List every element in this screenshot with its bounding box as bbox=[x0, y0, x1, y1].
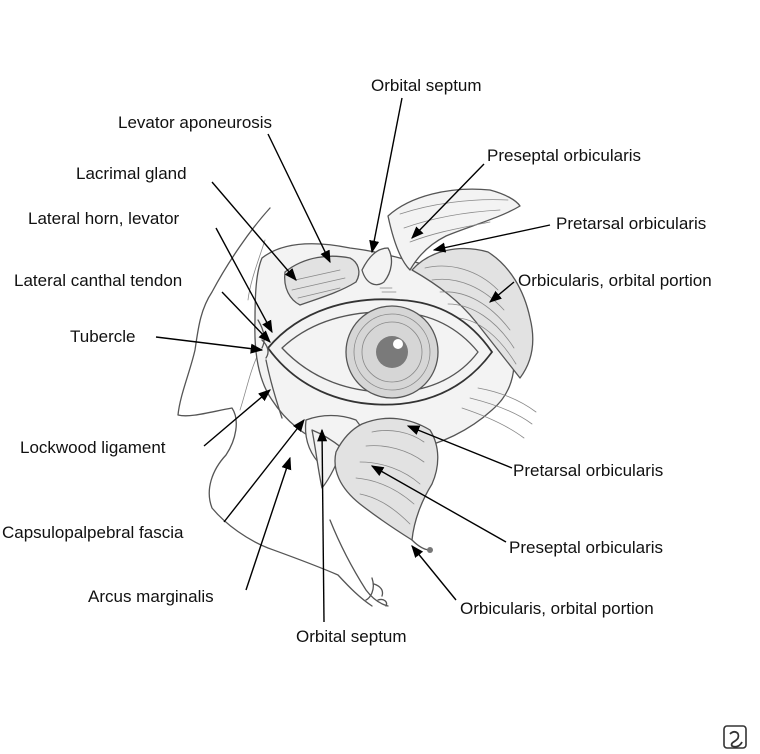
orbital-rim-outline bbox=[177, 207, 373, 607]
label-preseptal-orbicularis-bottom: Preseptal orbicularis bbox=[509, 538, 663, 557]
label-capsulopalpebral-fascia: Capsulopalpebral fascia bbox=[2, 523, 184, 542]
label-levator-aponeurosis: Levator aponeurosis bbox=[118, 113, 272, 132]
leader-capsulopalpebral-fascia bbox=[223, 419, 305, 523]
label-tubercle: Tubercle bbox=[70, 327, 136, 346]
label-lateral-canthal-tendon: Lateral canthal tendon bbox=[14, 271, 182, 290]
label-orbital-septum-bottom: Orbital septum bbox=[296, 627, 407, 646]
leader-pretarsal-orbicularis-bottom bbox=[406, 425, 513, 469]
lower-orbicularis bbox=[334, 417, 439, 541]
leader-orbicularis-orbital-top bbox=[489, 281, 515, 303]
label-lacrimal-gland: Lacrimal gland bbox=[76, 164, 187, 183]
leader-lateral-canthal-tendon bbox=[221, 291, 271, 343]
artist-signature bbox=[365, 577, 388, 607]
leader-orbital-septum-bottom bbox=[317, 428, 328, 623]
label-pretarsal-orbicularis-bottom: Pretarsal orbicularis bbox=[513, 461, 663, 480]
leader-lines bbox=[155, 97, 551, 623]
leader-levator-aponeurosis bbox=[267, 133, 331, 264]
label-lockwood-ligament: Lockwood ligament bbox=[20, 438, 166, 457]
leader-lacrimal-gland bbox=[211, 181, 297, 281]
palpebral-fissure-outer bbox=[266, 298, 494, 406]
labels: Orbital septum Levator aponeurosis Prese… bbox=[2, 76, 712, 646]
leader-preseptal-orbicularis-top bbox=[411, 163, 485, 239]
eye-illustration bbox=[177, 188, 537, 607]
orbital-septum-flap-top bbox=[361, 247, 393, 286]
leader-lateral-horn-levator bbox=[215, 227, 273, 334]
leader-orbital-septum-top bbox=[369, 97, 403, 254]
leader-tubercle bbox=[155, 336, 264, 354]
palpebral-fissure-inner bbox=[281, 311, 479, 393]
label-preseptal-orbicularis-top: Preseptal orbicularis bbox=[487, 146, 641, 165]
label-arcus-marginalis: Arcus marginalis bbox=[88, 587, 214, 606]
label-lateral-horn-levator: Lateral horn, levator bbox=[28, 209, 180, 228]
leader-orbicularis-orbital-bottom bbox=[411, 545, 457, 601]
leader-pretarsal-orbicularis-top bbox=[432, 224, 551, 253]
label-orbital-septum-top: Orbital septum bbox=[371, 76, 482, 95]
leader-preseptal-orbicularis-bottom bbox=[370, 465, 507, 543]
pupil bbox=[376, 336, 408, 368]
label-orbicularis-orbital-bottom: Orbicularis, orbital portion bbox=[460, 599, 654, 618]
label-pretarsal-orbicularis-top: Pretarsal orbicularis bbox=[556, 214, 706, 233]
watermark-icon bbox=[723, 725, 747, 749]
label-orbicularis-orbital-top: Orbicularis, orbital portion bbox=[518, 271, 712, 290]
leader-arcus-marginalis bbox=[245, 456, 292, 591]
leader-lockwood-ligament bbox=[203, 389, 271, 447]
